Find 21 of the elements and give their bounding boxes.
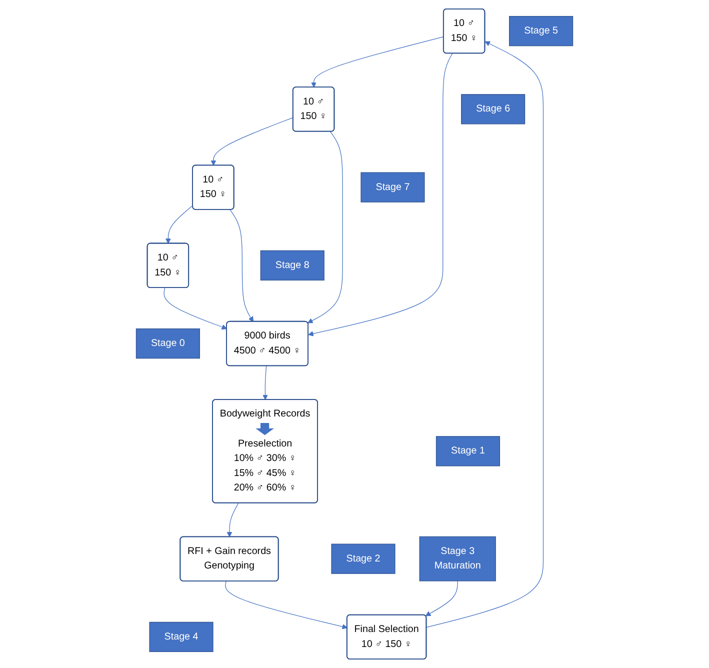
arrow [262, 366, 268, 400]
node-box: Stage 3 Maturation [419, 536, 496, 582]
arrow [426, 41, 544, 628]
node-box: Stage 4 [149, 622, 214, 652]
node-box: Stage 6 [461, 94, 526, 124]
node-box: Stage 7 [360, 172, 425, 202]
arrow [308, 131, 343, 324]
arrow [230, 209, 254, 322]
arrow [165, 205, 194, 244]
node-box: Stage 2 [331, 544, 396, 574]
node-box: Stage 5 [509, 16, 574, 46]
arrow [164, 288, 228, 330]
node-box: Stage 1 [436, 436, 500, 466]
arrow [311, 36, 444, 88]
arrow [308, 53, 453, 336]
arrow [226, 502, 239, 538]
arrow [210, 117, 294, 166]
arrow [425, 580, 458, 616]
node-box: Stage 8 [260, 250, 324, 280]
arrow [225, 580, 348, 630]
node-box: Stage 0 [136, 328, 200, 359]
